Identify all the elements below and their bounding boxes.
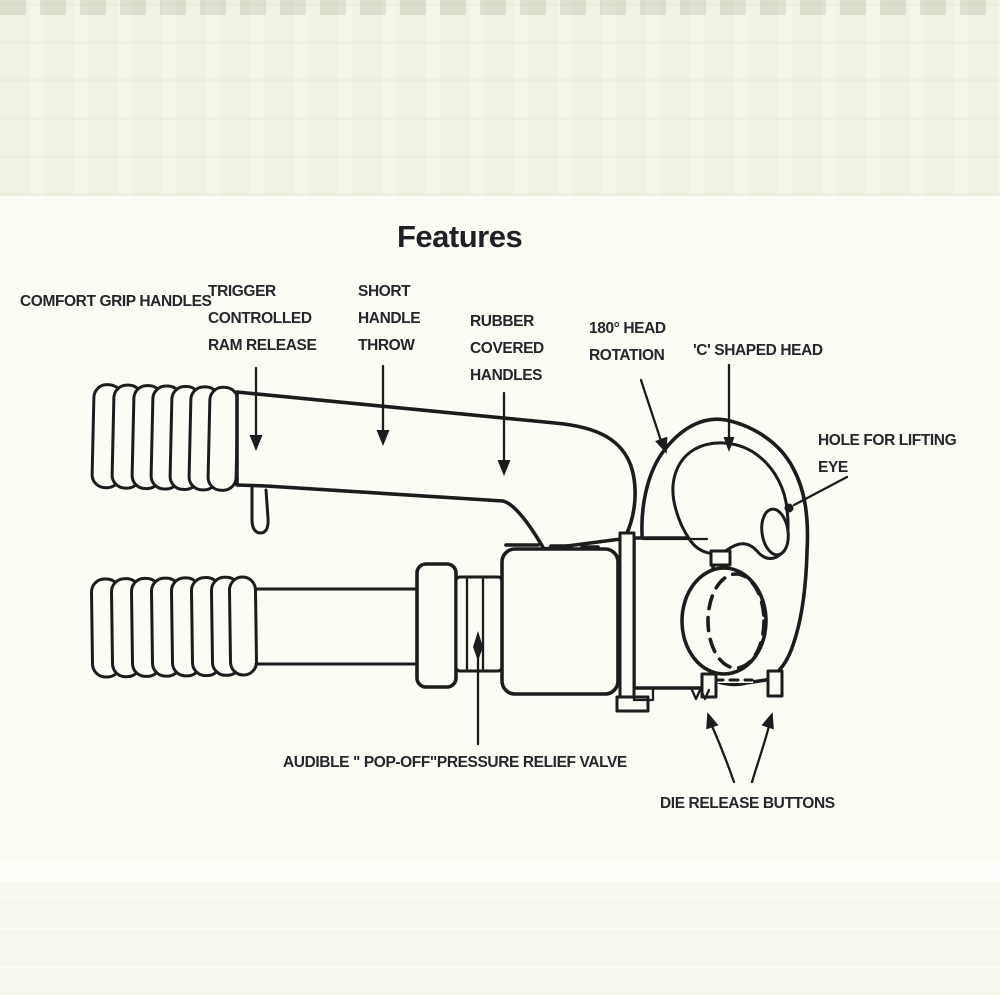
- upper-lever-arm: [235, 390, 637, 551]
- block-bottom-step: [632, 686, 655, 702]
- label-line: AUDIBLE " POP-OFF"PRESSURE RELIEF VALVE: [283, 754, 627, 771]
- pump-body: [415, 543, 620, 696]
- label-line: 'C' SHAPED HEAD: [693, 342, 823, 359]
- die-release-arrowhead-left: [706, 712, 719, 730]
- label-die-release-buttons: DIE RELEASE BUTTONS: [660, 790, 835, 817]
- label-line: COMFORT GRIP HANDLES: [20, 293, 212, 310]
- relief-valve-ring-lines: [465, 576, 485, 672]
- label-180-head-rotation: 180° HEAD ROTATION: [589, 315, 666, 369]
- die-release-button-left: [700, 672, 718, 699]
- label-line: RAM RELEASE: [208, 337, 317, 354]
- label-line: ROTATION: [589, 347, 665, 364]
- head-rotation-leader: [639, 378, 663, 443]
- label-trigger-controlled-ram-release: TRIGGER CONTROLLED RAM RELEASE: [208, 278, 317, 359]
- label-line: COVERED: [470, 340, 544, 357]
- lower-shaft-tube: [254, 587, 422, 666]
- label-line: 180° HEAD: [589, 320, 666, 337]
- lifting-eye-leader: [792, 475, 849, 507]
- die-retention-tab: [709, 549, 732, 567]
- upper-grip-ribs: [90, 383, 240, 492]
- label-pressure-relief-valve: AUDIBLE " POP-OFF"PRESSURE RELIEF VALVE: [283, 749, 627, 776]
- label-rubber-covered-handles: RUBBER COVERED HANDLES: [470, 308, 544, 389]
- lifting-eye-pointer-dot: [784, 503, 794, 513]
- label-line: CONTROLLED: [208, 310, 312, 327]
- release-collar: [415, 562, 458, 689]
- head-rotation-arrowhead: [655, 436, 668, 454]
- label-hole-for-lifting-eye: HOLE FOR LIFTING EYE: [818, 427, 957, 481]
- c-head-arrowhead: [723, 437, 735, 452]
- die-hidden-circle: [706, 572, 766, 670]
- label-short-handle-throw: SHORT HANDLE THROW: [358, 278, 421, 359]
- page-title: Features: [397, 219, 523, 254]
- trigger-hook: [250, 484, 270, 535]
- block-serration-marks: [690, 688, 711, 701]
- hydraulic-cylinder: [500, 547, 620, 696]
- trigger-arrowhead: [249, 435, 263, 451]
- scan-ghost-top-row: [0, 0, 1000, 15]
- upper-handle: [90, 383, 637, 551]
- scan-ghost-band: [0, 0, 1000, 197]
- die-release-leader-left: [710, 724, 736, 784]
- label-line: TRIGGER: [208, 283, 276, 300]
- leader-lines: [249, 363, 849, 784]
- label-c-shaped-head: 'C' SHAPED HEAD: [693, 337, 823, 364]
- die-release-leader-right: [750, 724, 771, 784]
- head-assembly: [615, 417, 810, 713]
- label-line: HANDLE: [358, 310, 421, 327]
- lower-grip-ribs: [90, 575, 258, 679]
- label-comfort-grip-handles: COMFORT GRIP HANDLES: [20, 288, 212, 315]
- label-line: THROW: [358, 337, 415, 354]
- label-line: HOLE FOR LIFTING: [818, 432, 957, 449]
- die-release-button-right: [766, 669, 784, 698]
- label-line: EYE: [818, 459, 848, 476]
- lower-handle: [90, 575, 422, 679]
- lifting-eye-hole: [760, 507, 790, 557]
- label-line: DIE RELEASE BUTTONS: [660, 795, 835, 812]
- label-line: RUBBER: [470, 313, 534, 330]
- short-throw-arrowhead: [376, 430, 390, 446]
- pop-off-arrowhead: [473, 631, 483, 661]
- rubber-handles-arrowhead: [497, 460, 511, 476]
- die-holder: [680, 566, 768, 676]
- die-release-arrowhead-right: [761, 712, 774, 730]
- content-background: [0, 196, 1000, 864]
- white-band: [0, 862, 1000, 882]
- cylinder-knurl-marks: [504, 543, 600, 549]
- head-front-plate: [618, 531, 636, 701]
- label-line: SHORT: [358, 283, 411, 300]
- bottom-background: [0, 882, 1000, 995]
- label-line: HANDLES: [470, 367, 543, 384]
